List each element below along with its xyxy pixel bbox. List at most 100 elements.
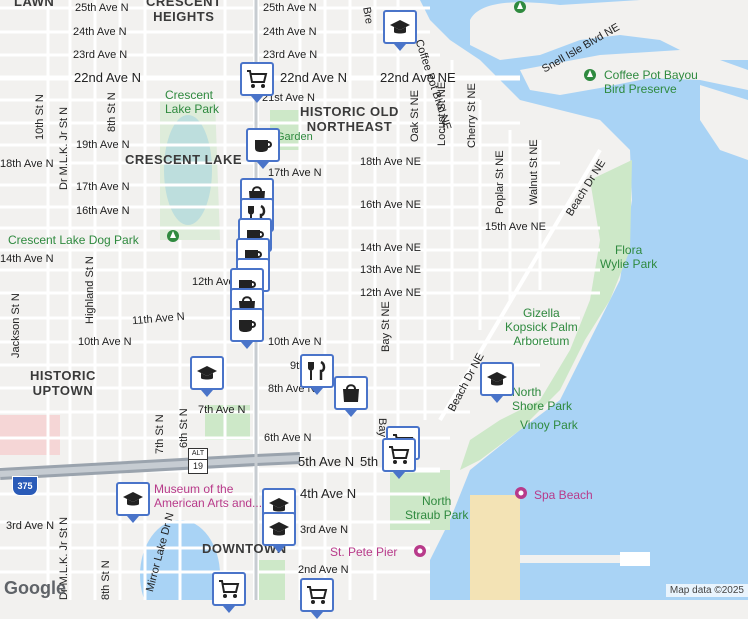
grocery-icon [217, 577, 241, 601]
park-spa-beach[interactable]: Spa Beach [534, 488, 593, 502]
cafe-icon [251, 133, 275, 157]
park-vinoy[interactable]: Vinoy Park [520, 418, 578, 432]
park-st-pete-pier[interactable]: St. Pete Pier [330, 545, 397, 559]
poi-restaurant-2[interactable] [300, 354, 334, 388]
neighborhood-historic-uptown: HISTORIC UPTOWN [30, 368, 96, 398]
map-attribution[interactable]: Map data ©2025 [665, 584, 748, 597]
park-marker-icon [167, 230, 179, 242]
park-crescent-lake-dog-park[interactable]: Crescent Lake Dog Park [8, 233, 139, 247]
park-label: St. Pete Pier [330, 545, 398, 559]
street-22nd-ave: 22nd Ave N [280, 70, 347, 85]
park-label: Garden [276, 131, 313, 143]
street-poplar-st: Poplar St NE [494, 150, 506, 214]
street-24th-ave: 24th Ave N [73, 26, 127, 38]
park-gizella-kopsick[interactable]: Gizella Kopsick Palm Arboretum [505, 306, 578, 348]
park-label: North Straub Park [405, 494, 469, 522]
pin-tail [201, 390, 213, 397]
poi-grocery-top[interactable] [240, 62, 274, 96]
poi-grocery-3[interactable] [382, 438, 416, 472]
poi-school-2[interactable] [480, 362, 514, 396]
park-label: North Shore Park [512, 385, 573, 413]
bay-water [420, 0, 748, 600]
street-oak-st: Oak St NE [409, 90, 421, 142]
street-6th-ave: 6th Ave N [264, 432, 312, 444]
pin-tail [251, 96, 263, 103]
park-marker-icon [584, 69, 596, 81]
school-icon [485, 367, 509, 391]
pin-tail [241, 342, 253, 349]
street-22nd-ave: 22nd Ave N [74, 70, 141, 85]
poi-cafe-6[interactable] [230, 308, 264, 342]
restaurant-icon [305, 359, 329, 383]
street-19th-ave: 19th Ave N [76, 139, 130, 151]
school-icon [121, 487, 145, 511]
park-north-shore[interactable]: North Shore Park [512, 385, 572, 413]
shield-alt-label: ALT [191, 450, 205, 457]
street-15th-ave-ne: 15th Ave NE [485, 221, 546, 233]
poi-cafe-1[interactable] [246, 128, 280, 162]
street-25th-ave: 25th Ave N [263, 2, 317, 14]
school-icon [195, 361, 219, 385]
poi-shop-3[interactable] [334, 376, 368, 410]
poi-grocery-5[interactable] [300, 578, 334, 612]
grocery-icon [245, 67, 269, 91]
street-7th-st: 7th St N [154, 414, 166, 454]
snell-isle [470, 0, 748, 60]
pin-tail [273, 546, 285, 553]
pin-tail [393, 472, 405, 479]
highway-shield-19: 19 [188, 458, 208, 474]
street-10th-ave: 10th Ave N [78, 336, 132, 348]
street-12th-ave-ne: 12th Ave NE [360, 287, 421, 299]
street-18th-ave: 18th Ave N [0, 158, 54, 170]
street-3rd-ave: 3rd Ave N [6, 520, 55, 532]
street-5th-ave: 5th Ave N [298, 454, 355, 469]
park-coffee-pot-bayou[interactable]: Coffee Pot Bayou Bird Preserve [604, 68, 698, 96]
street-bay-st: Bay St NE [380, 301, 392, 352]
highway-shield-alt: ALT [188, 448, 208, 460]
shield-number: 375 [17, 481, 33, 491]
crescent-lake-park-area [160, 100, 220, 240]
google-logo[interactable]: Google [4, 578, 66, 598]
park-label: Gizella Kopsick Palm Arboretum [505, 306, 578, 348]
street-4th-ave: 4th Ave N [300, 486, 357, 501]
street-17th-ave: 17th Ave N [268, 167, 322, 179]
street-14th-ave: 14th Ave N [0, 253, 54, 265]
poi-school-6[interactable] [190, 356, 224, 390]
park-label: Spa Beach [534, 488, 593, 502]
street-17th-ave: 17th Ave N [76, 181, 130, 193]
neighborhood-historic-old-northeast: HISTORIC OLD NORTHEAST [300, 104, 399, 134]
park-crescent-lake[interactable]: Crescent Lake Park [165, 88, 219, 116]
park-label: Crescent Lake Park [165, 88, 220, 116]
pin-tail [311, 388, 323, 395]
neighborhood-label: CRESCENT LAKE [125, 152, 243, 167]
street-23rd-ave: 23rd Ave N [73, 49, 128, 61]
pin-tail [345, 410, 357, 417]
school-icon [267, 493, 291, 517]
coffee-pot-peninsula [520, 50, 748, 95]
park-label: Crescent Lake Dog Park [8, 233, 139, 247]
neighborhood-crescent-heights: CRESCENT HEIGHTS [146, 0, 222, 24]
park-north-straub[interactable]: North Straub Park [405, 494, 468, 522]
museum-label[interactable]: Museum of the American Arts and... [154, 482, 262, 510]
grocery-icon [305, 583, 329, 607]
street-25th-ave: 25th Ave N [75, 2, 129, 14]
pin-tail [491, 396, 503, 403]
school-icon [267, 517, 291, 541]
park-label: Coffee Pot Bayou Bird Preserve [604, 68, 698, 96]
street-jackson-st: Jackson St N [10, 293, 22, 358]
pin-tail [311, 612, 323, 619]
street-23rd-ave: 23rd Ave N [263, 49, 318, 61]
poi-grocery-4[interactable] [212, 572, 246, 606]
poi-school-top[interactable] [383, 10, 417, 44]
park-garden[interactable]: Garden [276, 130, 313, 144]
street-21st-ave: 21st Ave N [262, 92, 315, 104]
park-marker-icon [414, 545, 426, 557]
street-8th-st-south: 8th St N [100, 560, 112, 600]
street-6th-st: 6th St N [178, 408, 190, 448]
park-flora-wylie[interactable]: Flora Wylie Park [600, 243, 657, 271]
street-3rd-ave: 3rd Ave N [300, 524, 349, 536]
poi-school-5[interactable] [262, 512, 296, 546]
poi-school-3[interactable] [116, 482, 150, 516]
street-16th-ave-ne: 16th Ave NE [360, 199, 421, 211]
